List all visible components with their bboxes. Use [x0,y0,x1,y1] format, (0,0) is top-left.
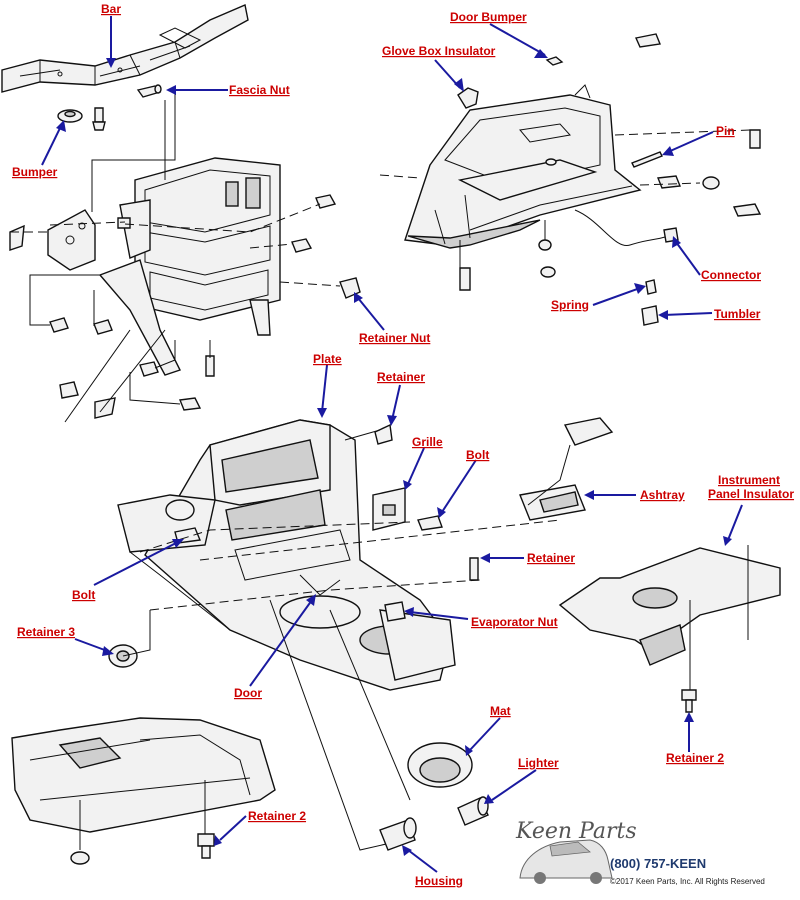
floor-tray-clip-part [70,851,90,865]
retainer-2-right-part [681,689,697,713]
label-retainer-2-left[interactable]: Retainer 2 [248,809,306,823]
brand-phone[interactable]: (800) 757-KEEN [610,856,706,871]
bar-part [1,4,249,93]
radio-bracket-part [47,157,281,376]
label-glove-box-insulator[interactable]: Glove Box Insulator [382,44,496,58]
door-bumper-part [545,56,564,66]
label-plate[interactable]: Plate [313,352,342,366]
label-bar[interactable]: Bar [101,2,121,16]
console-bolts [174,515,479,622]
label-bolt-left[interactable]: Bolt [72,588,95,602]
retainer-2-left-part [197,833,215,859]
label-bolt-right[interactable]: Bolt [466,448,489,462]
label-retainer-mid[interactable]: Retainer [527,551,575,565]
callout-arrows [41,16,743,873]
housing-part [379,817,417,851]
label-retainer-3[interactable]: Retainer 3 [17,625,75,639]
label-door[interactable]: Door [234,686,262,700]
brand-copyright: ©2017 Keen Parts, Inc. All Rights Reserv… [610,877,765,886]
label-spring[interactable]: Spring [551,298,589,312]
pin-part [631,151,663,168]
brand-logo-text: Keen Parts [515,819,637,844]
label-housing[interactable]: Housing [415,874,463,888]
mat-part [407,742,473,788]
connector-part [574,209,679,246]
lighter-part [457,796,489,826]
glove-box-part [404,84,642,249]
spring-part [645,279,657,295]
instrument-panel-insulator-part [558,547,781,666]
label-lighter[interactable]: Lighter [518,756,559,770]
label-pin[interactable]: Pin [716,124,735,138]
screw-part [92,107,106,131]
label-connector[interactable]: Connector [701,268,761,282]
tumbler-part [641,305,659,326]
car-silhouette-logo-icon [519,839,613,884]
label-instrument-panel-insulator-1[interactable]: Instrument [718,473,780,487]
label-bumper[interactable]: Bumper [12,165,58,179]
label-retainer-nut[interactable]: Retainer Nut [359,331,430,345]
brand-block: Keen Parts (800) 757-KEEN ©2017 Keen Par… [515,819,765,886]
fascia-nut-part [136,84,162,98]
label-evaporator-nut[interactable]: Evaporator Nut [471,615,558,629]
label-door-bumper[interactable]: Door Bumper [450,10,527,24]
label-mat[interactable]: Mat [490,704,511,718]
label-ashtray[interactable]: Ashtray [640,488,685,502]
label-retainer-top[interactable]: Retainer [377,370,425,384]
ashtray-part [519,417,614,521]
label-fascia-nut[interactable]: Fascia Nut [229,83,290,97]
retainer-top-part [374,423,393,445]
floor-tray-part [11,717,276,833]
glove-box-screws [459,33,762,291]
label-tumbler[interactable]: Tumbler [714,307,761,321]
label-grille[interactable]: Grille [412,435,443,449]
label-retainer-2-right[interactable]: Retainer 2 [666,751,724,765]
label-instrument-panel-insulator-2[interactable]: Panel Insulator [708,487,794,501]
bumper-part [57,109,83,123]
console-part [117,419,456,691]
glove-box-insulator-part [457,87,479,109]
